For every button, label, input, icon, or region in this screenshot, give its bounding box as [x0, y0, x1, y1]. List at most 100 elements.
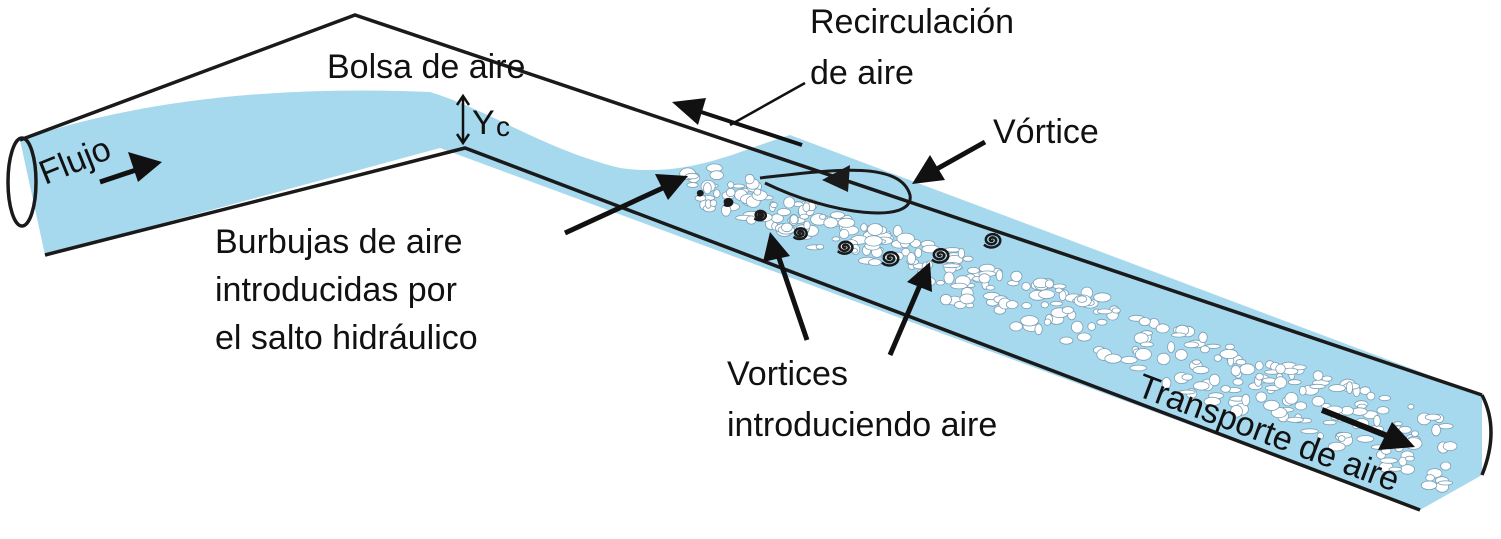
- air-bubble: [727, 181, 735, 189]
- air-bubble: [978, 273, 991, 284]
- air-bubble: [1292, 364, 1307, 371]
- air-bubble: [1376, 406, 1390, 415]
- air-bubble: [1328, 384, 1346, 393]
- air-bubble: [1170, 332, 1187, 338]
- air-bubble: [1135, 348, 1152, 361]
- air-bubble: [709, 199, 718, 207]
- air-bubble: [943, 271, 955, 285]
- air-bubble: [1198, 331, 1208, 343]
- air-bubble: [830, 211, 845, 219]
- air-bubble: [1140, 341, 1154, 348]
- air-bubble: [906, 252, 916, 265]
- air-bubble: [1156, 352, 1171, 365]
- air-bubble: [725, 187, 736, 198]
- air-bubble: [1005, 300, 1019, 310]
- pointer-arrows: [99, 81, 1415, 450]
- air-bubble: [868, 258, 882, 267]
- air-bubble: [1034, 323, 1043, 336]
- air-bubble: [939, 293, 952, 306]
- bubbles-pointer-arrowhead: [655, 174, 688, 200]
- spiral-icon: [931, 247, 950, 264]
- air-bubble: [901, 247, 911, 257]
- air-bubble: [1061, 306, 1074, 315]
- air-bubble: [1437, 480, 1454, 486]
- air-bubble: [1161, 377, 1172, 390]
- pipe-walls: [6, 13, 1493, 512]
- air-bubble: [1275, 363, 1286, 375]
- air-bubble: [1438, 423, 1454, 430]
- vortex-pointer-line: [933, 139, 987, 173]
- bubbles-label-line3: el salto hidráulico: [215, 319, 478, 357]
- air-bubbles: [679, 163, 1458, 493]
- flow-arrowhead: [128, 152, 162, 182]
- air-bubble: [1255, 391, 1268, 403]
- air-bubble: [1300, 428, 1319, 435]
- air-bubble: [985, 285, 996, 291]
- air-bubble: [1351, 407, 1368, 416]
- air-bubble: [1096, 308, 1113, 315]
- air-bubble: [1366, 391, 1376, 401]
- air-bubble: [838, 228, 850, 239]
- air-bubble: [1096, 318, 1108, 326]
- spiral-icon: [881, 250, 900, 267]
- air-bubble: [1393, 421, 1403, 427]
- pipe-outlet-end: [1480, 394, 1493, 476]
- vortices-pointer-right-arrowhead: [907, 262, 932, 292]
- air-bubble: [1424, 413, 1442, 421]
- air-bubble: [818, 213, 827, 220]
- air-bubble: [1309, 383, 1326, 390]
- air-bubble: [1193, 381, 1210, 391]
- air-bubble: [950, 282, 968, 290]
- air-bubble: [1120, 355, 1138, 364]
- air-bubble: [837, 217, 856, 228]
- spiral-icon: [983, 232, 1002, 249]
- air-bubble: [1316, 432, 1324, 440]
- air-bubble: [1138, 317, 1151, 327]
- air-bubble: [803, 220, 811, 230]
- air-bubble: [1274, 376, 1288, 389]
- air-bubble: [1321, 375, 1333, 382]
- air-bubble: [957, 248, 966, 259]
- air-bubble: [1220, 385, 1231, 393]
- air-bubble: [1192, 365, 1210, 375]
- air-bubble: [936, 280, 946, 286]
- air-transport-arrowhead: [1378, 422, 1415, 450]
- air-bubble: [1050, 300, 1063, 307]
- air-bubble: [1087, 322, 1096, 331]
- air-bubble: [1379, 457, 1399, 464]
- air-bubble: [781, 222, 793, 233]
- air-bubble: [1054, 287, 1063, 293]
- air-bubble: [1312, 370, 1324, 381]
- air-bubble: [802, 202, 811, 213]
- critical-depth-marker: Y c: [455, 93, 510, 146]
- vortices-label-line2: introduciendo aire: [727, 406, 997, 444]
- air-bubble: [1174, 349, 1188, 361]
- air-bubble: [1219, 348, 1239, 359]
- critical-depth-subscript: c: [496, 111, 510, 142]
- air-bubble: [1020, 315, 1039, 327]
- air-transport-arrow-line: [1320, 407, 1392, 440]
- spiral-icon: [792, 227, 808, 241]
- air-bubble: [732, 183, 746, 189]
- air-bubble: [1021, 302, 1032, 310]
- spiral-icon: [837, 240, 854, 255]
- vortices-label-line1: Vortices: [727, 355, 848, 393]
- air-bubble: [1255, 372, 1264, 381]
- air-bubble: [1404, 455, 1415, 462]
- air-bubble: [1407, 403, 1415, 410]
- air-bubble: [703, 182, 712, 195]
- air-bubble: [860, 223, 868, 232]
- bubbles-label-line2: introducidas por: [215, 271, 457, 309]
- vortices-pointer-right-line: [887, 284, 923, 356]
- recirculation-label-line2: de aire: [810, 54, 914, 92]
- air-bubble: [866, 223, 884, 236]
- air-bubble: [770, 201, 778, 209]
- air-bubble: [1328, 441, 1346, 452]
- air-bubble: [1337, 435, 1346, 442]
- spiral-vortices: [696, 190, 1002, 267]
- air-bubble: [1322, 419, 1337, 426]
- air-bubble: [776, 208, 791, 217]
- bubbles-label-line1: Burbujas de aire: [215, 223, 463, 261]
- recirculation-arrowhead: [672, 98, 706, 125]
- air-bubble: [1299, 385, 1307, 396]
